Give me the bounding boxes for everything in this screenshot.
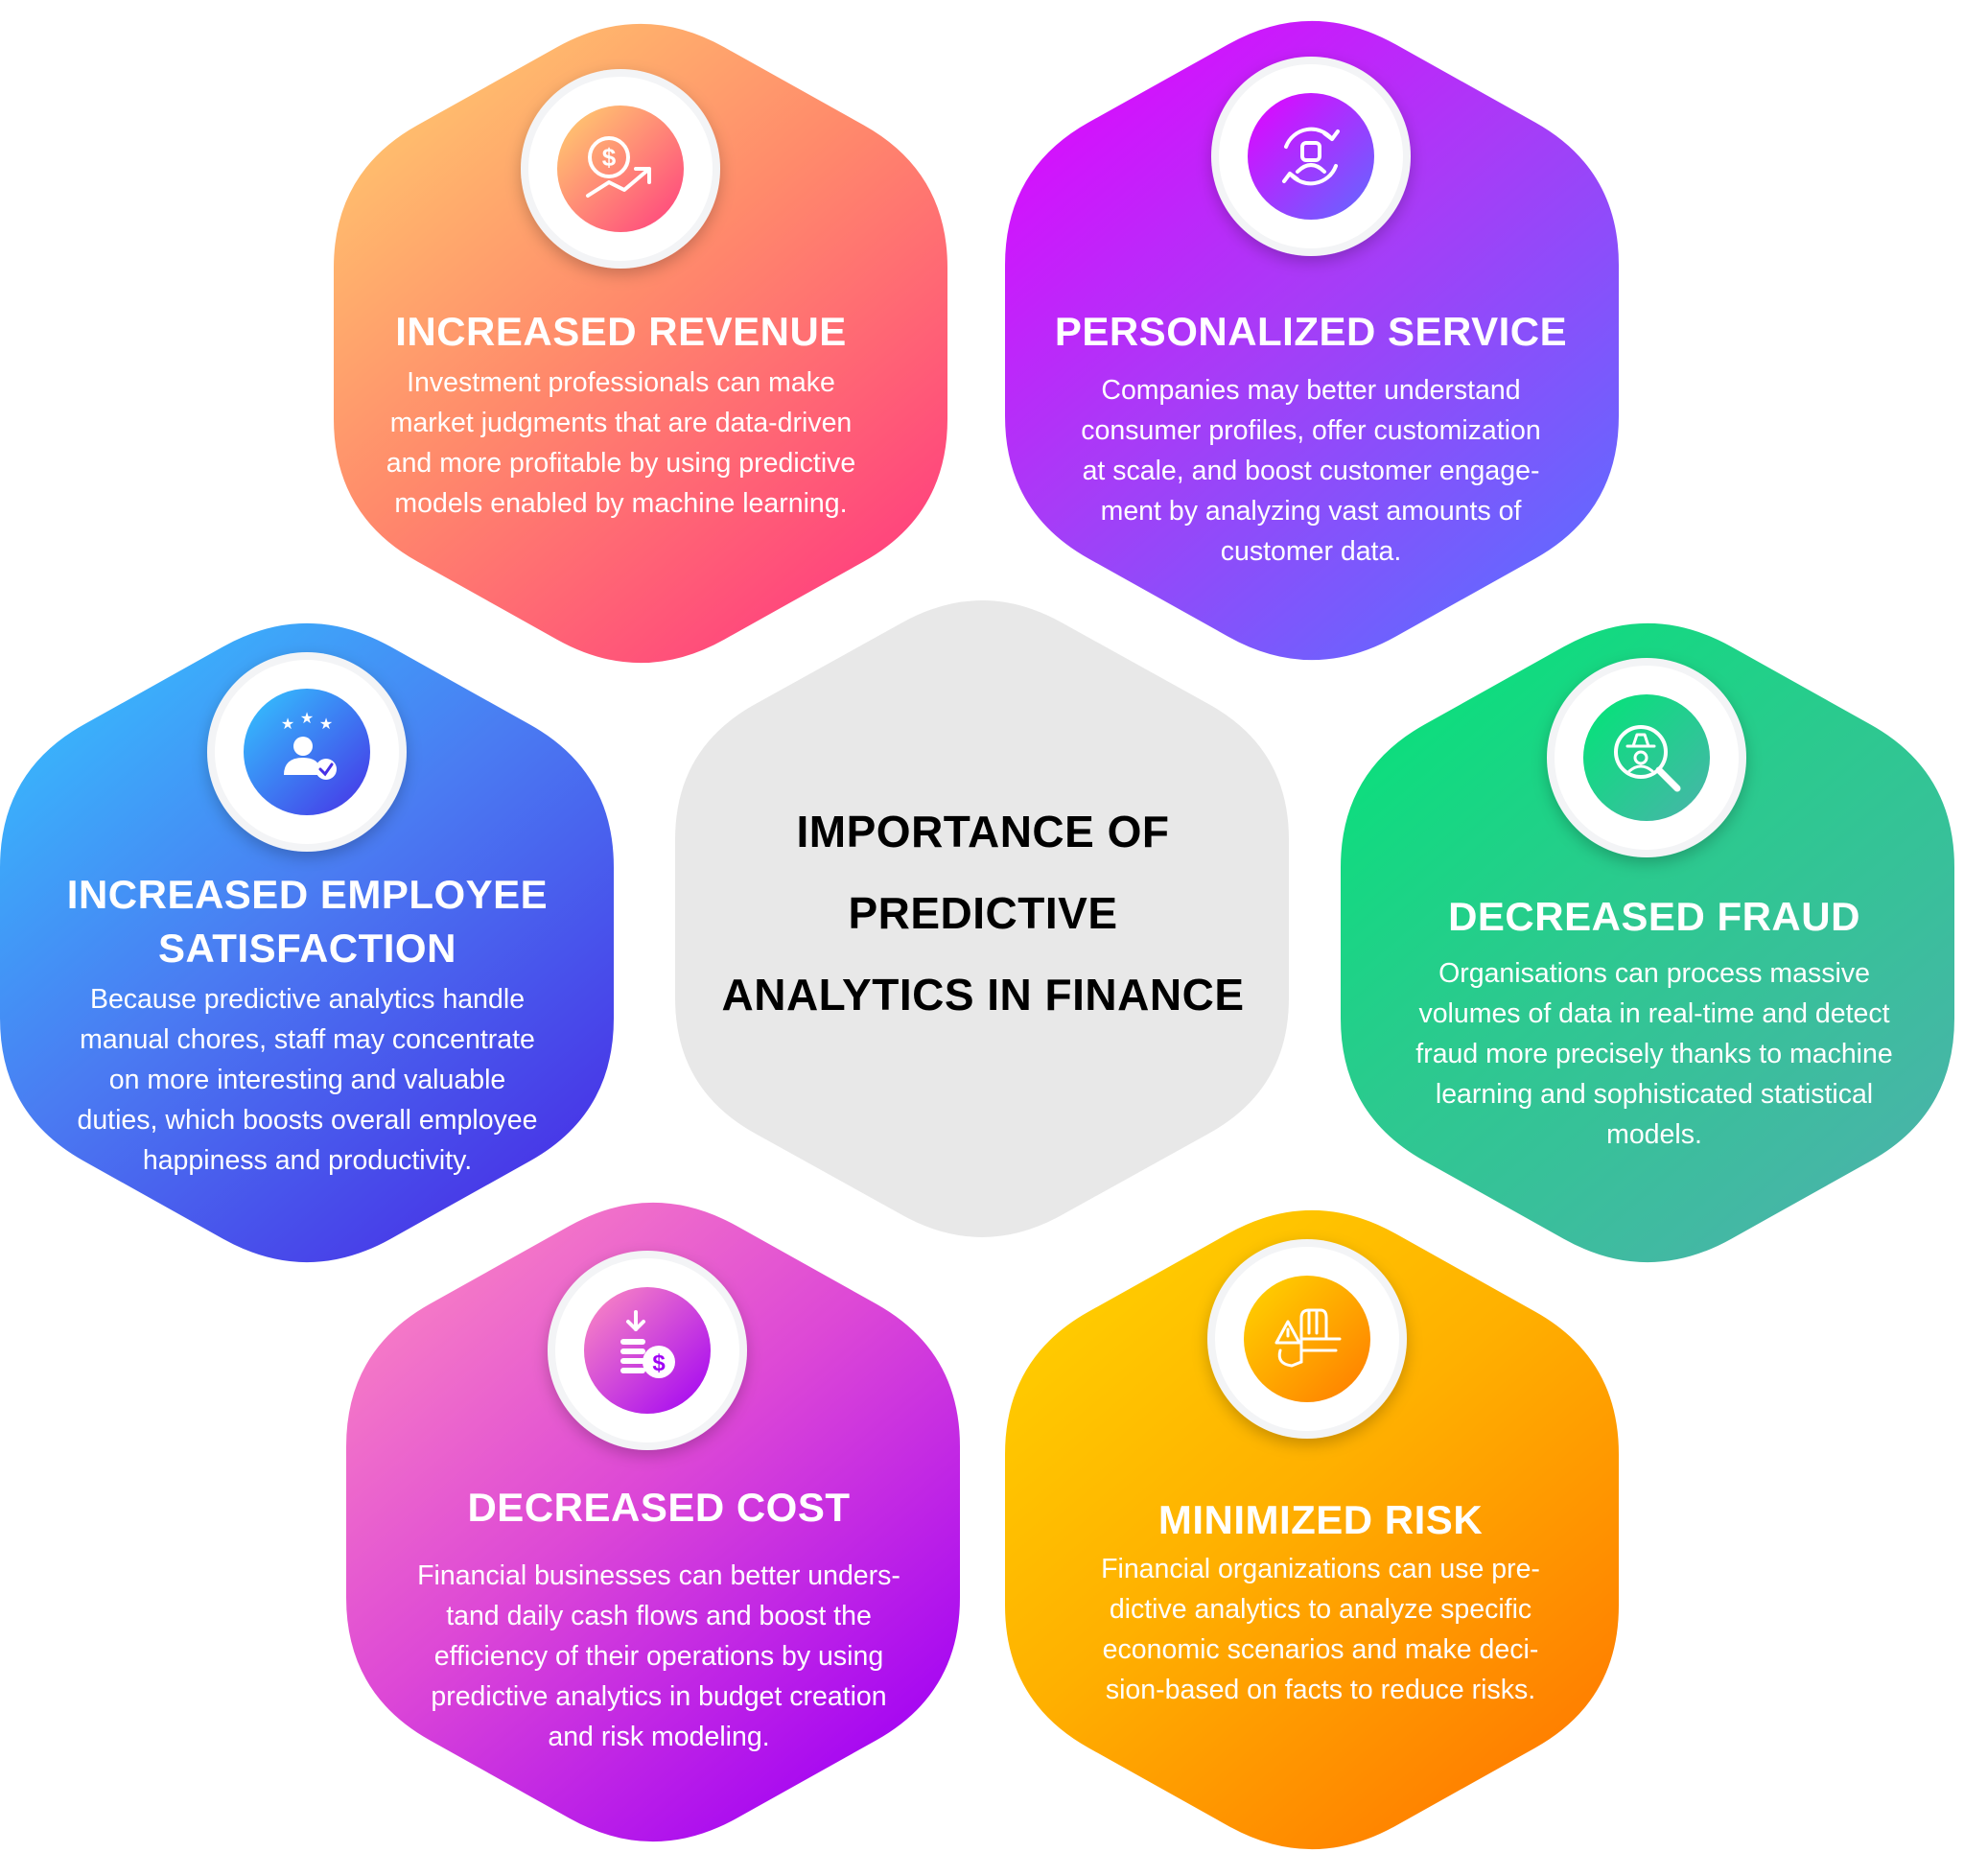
center-title-line-3: ANALYTICS IN FINANCE bbox=[721, 970, 1245, 1020]
benefit-title: PERSONALIZED SERVICE bbox=[1009, 305, 1613, 359]
center-title-line-1: IMPORTANCE OF bbox=[796, 807, 1170, 856]
benefit-text-line: learning and sophisticated statistical bbox=[1435, 1079, 1874, 1110]
benefit-minimized-risk: MINIMIZED RISK Financial organizations c… bbox=[1018, 1493, 1623, 1710]
benefit-text-line: Because predictive analytics handle bbox=[89, 984, 526, 1015]
personalized-service-icon bbox=[1211, 57, 1411, 256]
benefit-text-line: happiness and productivity. bbox=[142, 1145, 473, 1176]
benefit-text-line: on more interesting and valuable bbox=[108, 1065, 506, 1095]
benefit-text-line: tand daily cash flows and boost the bbox=[446, 1601, 872, 1631]
benefit-text-line: fraud more precisely thanks to machine bbox=[1415, 1039, 1893, 1069]
benefit-text-line: Financial businesses can better unders- bbox=[417, 1560, 900, 1591]
benefit-text-line: models enabled by machine learning. bbox=[394, 488, 848, 519]
center-hexagon bbox=[675, 600, 1289, 1237]
benefit-title: INCREASED REVENUE bbox=[336, 305, 906, 359]
benefit-personalized-service: PERSONALIZED SERVICE Companies may bette… bbox=[1009, 305, 1613, 572]
benefit-title-line: DECREASED FRAUD bbox=[1448, 894, 1860, 939]
benefit-text-line: volumes of data in real-time and detect bbox=[1418, 998, 1890, 1029]
benefit-employee-satisfaction: INCREASED EMPLOYEE SATISFACTION Because … bbox=[17, 868, 597, 1181]
benefit-description: Financial businesses can better unders- … bbox=[357, 1556, 961, 1757]
benefit-description: Financial organizations can use pre- dic… bbox=[1018, 1549, 1623, 1710]
benefit-description: Companies may better understand consumer… bbox=[1009, 370, 1613, 572]
svg-text:$: $ bbox=[602, 143, 617, 172]
benefit-title: DECREASED COST bbox=[357, 1481, 961, 1535]
svg-text:★: ★ bbox=[319, 715, 333, 733]
benefit-text-line: duties, which boosts overall employee bbox=[77, 1105, 538, 1136]
benefit-text-line: at scale, and boost customer engage- bbox=[1082, 456, 1540, 486]
benefit-description: Organisations can process massive volume… bbox=[1352, 953, 1956, 1155]
hexagon-cost bbox=[346, 1202, 960, 1842]
benefit-text-line: customer data. bbox=[1220, 536, 1402, 567]
benefit-text-line: ment by analyzing vast amounts of bbox=[1100, 496, 1522, 527]
benefit-text-line: and risk modeling. bbox=[548, 1722, 770, 1752]
hexagon-revenue bbox=[334, 23, 947, 664]
benefit-increased-revenue: INCREASED REVENUE Investment professiona… bbox=[336, 305, 906, 524]
benefit-text-line: manual chores, staff may concentrate bbox=[80, 1024, 535, 1055]
center-title-line-2: PREDICTIVE bbox=[848, 888, 1118, 938]
benefit-title-line: DECREASED COST bbox=[467, 1485, 851, 1530]
benefit-text-line: models. bbox=[1606, 1119, 1702, 1150]
benefit-description: Investment professionals can make market… bbox=[336, 363, 906, 524]
fraud-detection-icon bbox=[1547, 658, 1746, 857]
cost-reduction-icon: $ bbox=[548, 1251, 747, 1450]
benefit-description: Because predictive analytics handle manu… bbox=[17, 979, 597, 1181]
benefit-text-line: Companies may better understand bbox=[1101, 375, 1521, 406]
benefit-title: MINIMIZED RISK bbox=[1018, 1493, 1623, 1547]
risk-management-icon bbox=[1207, 1239, 1407, 1439]
benefit-title-line: PERSONALIZED SERVICE bbox=[1054, 309, 1568, 354]
hexagon-fraud bbox=[1341, 622, 1954, 1263]
revenue-growth-icon: $ bbox=[521, 69, 720, 269]
employee-rating-icon: ★ ★ ★ bbox=[207, 652, 407, 852]
benefit-title: INCREASED EMPLOYEE SATISFACTION bbox=[17, 868, 597, 975]
svg-text:$: $ bbox=[652, 1350, 666, 1376]
benefit-text-line: and more profitable by using predictive bbox=[386, 448, 856, 479]
center-title: IMPORTANCE OF PREDICTIVE ANALYTICS IN FI… bbox=[671, 791, 1295, 1036]
hexagon-employee-satisfaction bbox=[0, 622, 614, 1263]
benefit-text-line: dictive analytics to analyze specific bbox=[1109, 1594, 1532, 1625]
benefit-text-line: predictive analytics in budget creation bbox=[431, 1681, 887, 1712]
benefit-text-line: consumer profiles, offer customization bbox=[1081, 415, 1541, 446]
benefit-text-line: sion-based on facts to reduce risks. bbox=[1105, 1675, 1536, 1705]
benefit-text-line: efficiency of their operations by using bbox=[433, 1641, 884, 1672]
benefit-text-line: market judgments that are data-driven bbox=[389, 408, 853, 438]
benefit-decreased-fraud: DECREASED FRAUD Organisations can proces… bbox=[1352, 890, 1956, 1155]
benefit-title: DECREASED FRAUD bbox=[1352, 890, 1956, 944]
benefit-title-line: INCREASED REVENUE bbox=[395, 309, 847, 354]
hexagon-risk bbox=[1005, 1209, 1619, 1850]
benefit-text-line: Organisations can process massive bbox=[1438, 958, 1870, 989]
svg-text:★: ★ bbox=[300, 709, 314, 727]
svg-text:★: ★ bbox=[281, 715, 294, 733]
benefit-text-line: economic scenarios and make deci- bbox=[1102, 1634, 1539, 1665]
benefit-title-line: SATISFACTION bbox=[158, 926, 456, 971]
benefit-title-line: INCREASED EMPLOYEE bbox=[66, 872, 549, 917]
benefit-decreased-cost: DECREASED COST Financial businesses can … bbox=[357, 1481, 961, 1757]
benefit-text-line: Investment professionals can make bbox=[407, 367, 835, 398]
benefit-text-line: Financial organizations can use pre- bbox=[1101, 1554, 1540, 1584]
benefit-title-line: MINIMIZED RISK bbox=[1157, 1497, 1484, 1542]
hexagon-personalized-service bbox=[1005, 20, 1619, 661]
